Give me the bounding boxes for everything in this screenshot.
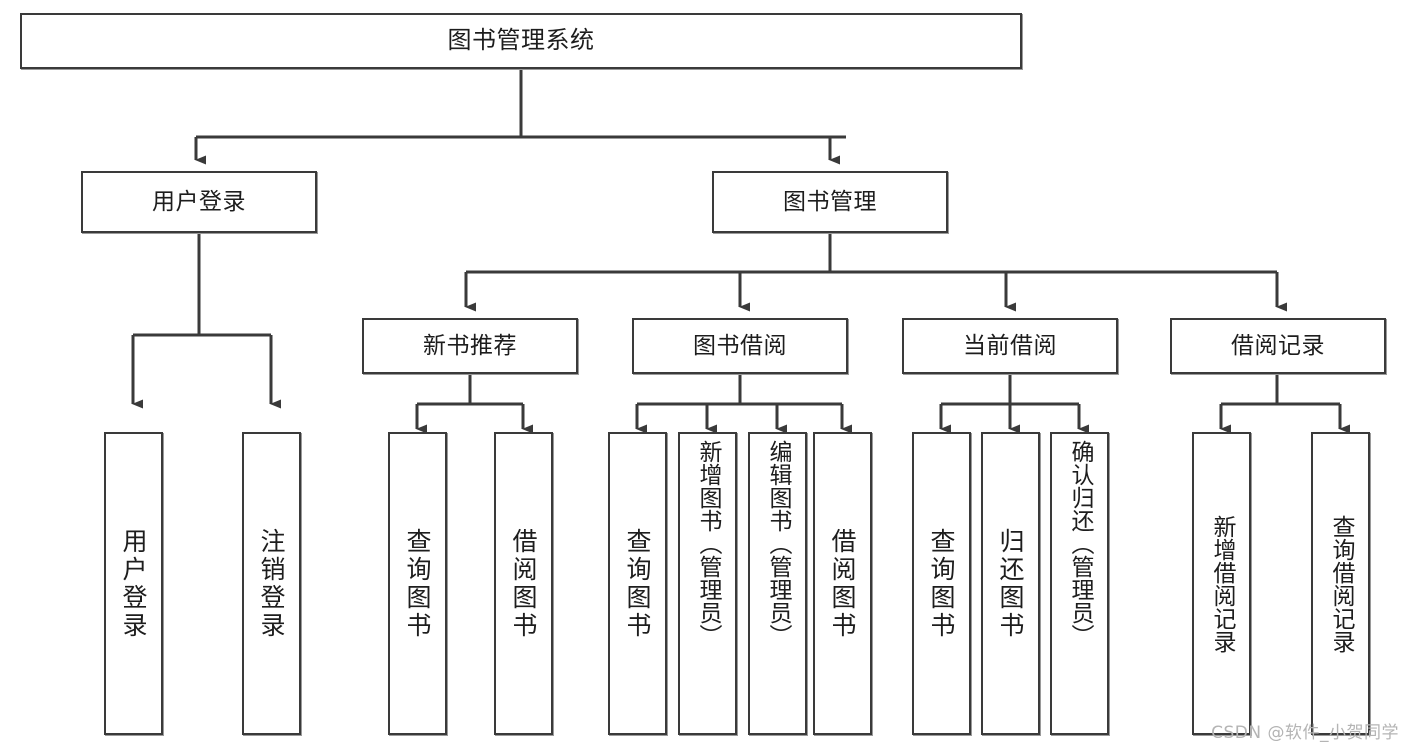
node-label: 图书管理 bbox=[783, 188, 877, 215]
node-leaf-return-book[interactable]: 归还图书 bbox=[981, 432, 1040, 735]
node-label: 用户登录 bbox=[152, 188, 246, 215]
node-label: 借阅图书 bbox=[828, 527, 857, 640]
node-leaf-query-book-current[interactable]: 查询图书 bbox=[912, 432, 971, 735]
node-leaf-edit-book-admin[interactable]: 编辑图书（管理员） bbox=[748, 432, 807, 735]
node-label: 新书推荐 bbox=[423, 332, 517, 359]
node-label: 当前借阅 bbox=[963, 332, 1057, 359]
node-label: 注销登录 bbox=[257, 527, 286, 640]
node-label: 查询借阅记录 bbox=[1328, 514, 1354, 653]
node-leaf-user-login[interactable]: 用户登录 bbox=[104, 432, 163, 735]
node-label: 确认归还（管理员） bbox=[1067, 440, 1093, 647]
node-leaf-add-book-admin[interactable]: 新增图书（管理员） bbox=[678, 432, 737, 735]
node-root-book-management-system[interactable]: 图书管理系统 bbox=[20, 13, 1022, 69]
node-label: 借阅图书 bbox=[509, 527, 538, 640]
csdn-watermark: CSDN @软件_小贺同学 bbox=[1211, 723, 1399, 743]
node-borrow-records[interactable]: 借阅记录 bbox=[1170, 318, 1386, 374]
node-leaf-add-borrow-record[interactable]: 新增借阅记录 bbox=[1192, 432, 1251, 735]
node-label: 新增图书（管理员） bbox=[695, 440, 721, 647]
node-book-borrowing[interactable]: 图书借阅 bbox=[632, 318, 848, 374]
node-leaf-borrow-book-newbook[interactable]: 借阅图书 bbox=[494, 432, 553, 735]
node-leaf-logout[interactable]: 注销登录 bbox=[242, 432, 301, 735]
node-label: 查询图书 bbox=[623, 527, 652, 640]
node-label: 归还图书 bbox=[996, 527, 1025, 640]
node-leaf-query-book-newbook[interactable]: 查询图书 bbox=[388, 432, 447, 735]
node-leaf-query-book-borrow[interactable]: 查询图书 bbox=[608, 432, 667, 735]
node-label: 图书借阅 bbox=[693, 332, 787, 359]
node-leaf-lend-book[interactable]: 借阅图书 bbox=[813, 432, 872, 735]
node-current-borrowing[interactable]: 当前借阅 bbox=[902, 318, 1118, 374]
node-new-book-recommendation[interactable]: 新书推荐 bbox=[362, 318, 578, 374]
node-label: 用户登录 bbox=[119, 527, 148, 640]
node-leaf-query-borrow-record[interactable]: 查询借阅记录 bbox=[1311, 432, 1370, 735]
node-label: 查询图书 bbox=[403, 527, 432, 640]
node-label: 查询图书 bbox=[927, 527, 956, 640]
node-leaf-confirm-return-admin[interactable]: 确认归还（管理员） bbox=[1050, 432, 1109, 735]
node-label: 图书管理系统 bbox=[447, 26, 595, 55]
node-user-login[interactable]: 用户登录 bbox=[81, 171, 317, 233]
node-book-management[interactable]: 图书管理 bbox=[712, 171, 948, 233]
node-label: 编辑图书（管理员） bbox=[765, 440, 791, 647]
node-label: 借阅记录 bbox=[1231, 332, 1325, 359]
node-label: 新增借阅记录 bbox=[1209, 514, 1235, 653]
